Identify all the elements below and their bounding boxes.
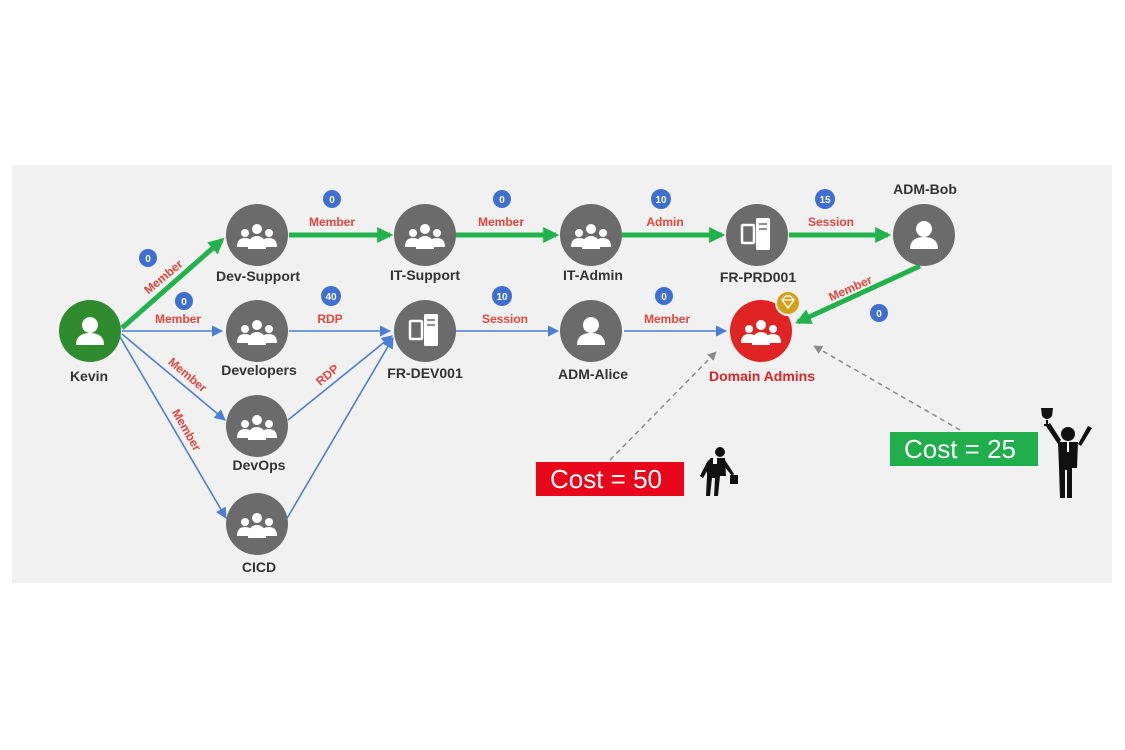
node-label-developers: Developers: [221, 362, 297, 378]
svg-text:0: 0: [661, 292, 667, 303]
crown-gem-icon: [775, 290, 801, 316]
node-it-admin[interactable]: IT-Admin: [560, 204, 623, 283]
edge-label-frprd-bob: Session: [808, 215, 854, 229]
cost-badge-alice-da: 0: [655, 287, 673, 305]
node-label-devops: DevOps: [233, 457, 286, 473]
cost-badge-itsupport-itadmin: 0: [493, 190, 511, 208]
edge-kevin-devsupport: [120, 237, 225, 330]
svg-text:40: 40: [325, 292, 337, 303]
edge-kevin-devops: [121, 333, 226, 421]
node-label-dev-support: Dev-Support: [216, 268, 300, 284]
node-dev-support[interactable]: Dev-Support: [216, 204, 300, 284]
edge-cicd-frdev: [285, 337, 394, 521]
node-devops[interactable]: DevOps: [226, 395, 288, 473]
cost-box-path-blue: Cost = 50: [536, 462, 684, 496]
svg-text:0: 0: [145, 254, 151, 265]
node-label-domain-admins: Domain Admins: [709, 368, 815, 384]
node-label-adm-bob: ADM-Bob: [893, 181, 957, 197]
edge-devops-frdev: [287, 335, 393, 421]
node-label-fr-dev001: FR-DEV001: [387, 365, 463, 381]
edge-label-developers-frdev: RDP: [317, 312, 342, 326]
cost-badge-kevin-developers: 0: [175, 292, 193, 310]
cost-badge-frdev-alice: 10: [492, 286, 512, 306]
svg-text:15: 15: [819, 195, 831, 206]
node-developers[interactable]: Developers: [221, 300, 297, 378]
edge-label-frdev-alice: Session: [482, 312, 528, 326]
node-label-adm-alice: ADM-Alice: [558, 366, 628, 382]
edge-label-itadmin-frprd: Admin: [646, 215, 683, 229]
edge-bob-da: [795, 263, 922, 325]
edge-label-devsupport-itsupport: Member: [309, 215, 355, 229]
sad-person-icon: [700, 447, 738, 496]
cost-box-path-green: Cost = 25: [890, 432, 1038, 466]
svg-text:0: 0: [499, 195, 505, 206]
cost-badge-bob-da: 0: [870, 304, 888, 322]
node-cicd[interactable]: CICD: [226, 493, 288, 575]
cost-badge-itadmin-frprd: 10: [651, 189, 671, 209]
cost-badge-developers-frdev: 40: [321, 286, 341, 306]
edge-label-devops-frdev: RDP: [313, 361, 341, 388]
node-domain-admins[interactable]: Domain Admins: [709, 290, 815, 384]
cost25-pointer: [813, 345, 961, 431]
cost50-pointer: [609, 351, 717, 461]
edge-kevin-cicd: [119, 336, 227, 519]
trophy-person-icon: [1041, 408, 1092, 498]
edges-blue: [119, 325, 728, 521]
edge-label-itsupport-itadmin: Member: [478, 215, 524, 229]
node-fr-prd001[interactable]: FR-PRD001: [720, 204, 796, 285]
edge-label-kevin-developers: Member: [155, 312, 201, 326]
node-fr-dev001[interactable]: FR-DEV001: [387, 300, 463, 381]
node-label-it-support: IT-Support: [390, 267, 460, 283]
svg-text:10: 10: [496, 292, 508, 303]
node-adm-bob[interactable]: ADM-Bob: [893, 181, 957, 266]
svg-text:0: 0: [876, 309, 882, 320]
svg-text:0: 0: [181, 297, 187, 308]
node-kevin[interactable]: Kevin: [59, 300, 121, 384]
node-it-support[interactable]: IT-Support: [390, 204, 460, 283]
edges-green: [120, 226, 922, 330]
cost-badge-frprd-bob: 15: [815, 189, 835, 209]
svg-text:0: 0: [329, 195, 335, 206]
svg-text:10: 10: [655, 195, 667, 206]
node-label-fr-prd001: FR-PRD001: [720, 269, 796, 285]
cost-badge-devsupport-itsupport: 0: [323, 190, 341, 208]
node-label-cicd: CICD: [242, 559, 276, 575]
edge-label-alice-da: Member: [644, 312, 690, 326]
node-label-kevin: Kevin: [70, 368, 108, 384]
node-label-it-admin: IT-Admin: [563, 267, 623, 283]
cost-badge-kevin-devsupport: 0: [139, 249, 157, 267]
node-adm-alice[interactable]: ADM-Alice: [558, 300, 628, 382]
